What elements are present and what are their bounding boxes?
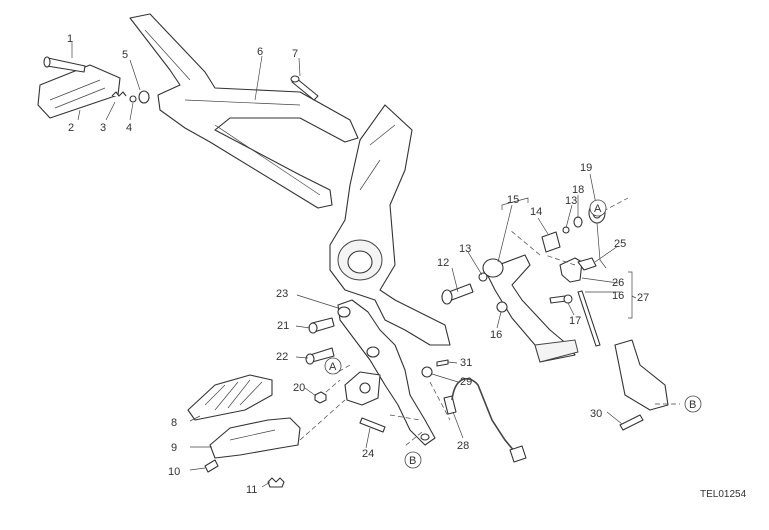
spring-3 — [111, 91, 127, 97]
clevis-26 — [559, 257, 583, 283]
ref-b-label: B — [409, 455, 416, 467]
callout-4: 4 — [126, 122, 132, 134]
drawing-code: TEL01254 — [700, 489, 747, 500]
callout-14: 14 — [530, 206, 542, 218]
pin-1 — [46, 57, 86, 73]
callout-25: 25 — [614, 238, 626, 250]
nut-16 — [496, 301, 508, 313]
pedal-tip — [534, 339, 579, 363]
nut-20 — [314, 391, 327, 404]
master-cylinder — [614, 339, 669, 411]
screw-31 — [436, 359, 449, 367]
callout-19: 19 — [580, 162, 592, 174]
callout-31: 31 — [460, 357, 472, 369]
callout-5: 5 — [122, 49, 128, 61]
callout-30: 30 — [590, 408, 602, 420]
callout-7: 7 — [292, 48, 298, 60]
pin-24 — [359, 417, 386, 433]
ball-4 — [129, 95, 137, 103]
washer-18 — [573, 216, 583, 228]
ref-circle-a — [589, 199, 607, 217]
callout-20: 20 — [293, 382, 305, 394]
screw-30 — [619, 414, 644, 431]
ref-b2-label: B — [689, 399, 696, 411]
callout-11: 11 — [246, 484, 257, 496]
pin-25 — [577, 257, 597, 271]
washer-5 — [138, 90, 150, 104]
callout-21: 21 — [277, 320, 289, 332]
callout-22: 22 — [276, 351, 288, 363]
callout-2: 2 — [68, 122, 74, 134]
spring-11 — [267, 477, 285, 488]
callouts: 1 2 3 4 5 6 7 8 9 10 11 12 13 13 14 15 1… — [67, 33, 649, 496]
bush-14 — [541, 231, 561, 253]
callout-13b: 13 — [565, 195, 577, 207]
callout-8: 8 — [171, 417, 177, 429]
callout-24: 24 — [362, 448, 374, 460]
rod-27 — [577, 290, 601, 347]
callout-18: 18 — [572, 184, 584, 196]
callout-1: 1 — [67, 33, 73, 45]
ref-circle-a2 — [324, 357, 342, 375]
callout-16a: 16 — [490, 329, 502, 341]
ref-a2-label: A — [329, 361, 337, 373]
callout-29: 29 — [460, 376, 472, 388]
callout-15: 15 — [507, 194, 519, 206]
callout-16b: 16 — [612, 290, 624, 302]
washer-13 — [478, 272, 488, 282]
callout-3: 3 — [100, 122, 106, 134]
frame-plate — [329, 104, 451, 346]
screw-10 — [204, 459, 219, 473]
callout-17: 17 — [569, 315, 581, 327]
switch-cable — [451, 377, 516, 453]
rider-footpeg-bracket — [337, 299, 436, 446]
callout-13a: 13 — [459, 243, 471, 255]
callout-27: 27 — [637, 292, 649, 304]
passenger-footpeg — [37, 64, 121, 119]
callout-28: 28 — [457, 440, 469, 452]
footpeg-rubber — [187, 374, 273, 421]
passenger-footpeg-bracket — [129, 13, 359, 209]
bush-29 — [421, 366, 433, 378]
callout-23: 23 — [276, 288, 288, 300]
callout-26: 26 — [612, 277, 624, 289]
callout-6: 6 — [257, 46, 263, 58]
callout-12: 12 — [437, 257, 449, 269]
ref-circle-b — [404, 451, 422, 469]
callout-9: 9 — [171, 442, 177, 454]
brake-switch — [443, 395, 457, 415]
ref-circle-b2 — [684, 395, 702, 413]
ref-a-label: A — [594, 203, 602, 215]
rider-footpeg — [209, 417, 301, 459]
callout-10: 10 — [168, 466, 180, 478]
